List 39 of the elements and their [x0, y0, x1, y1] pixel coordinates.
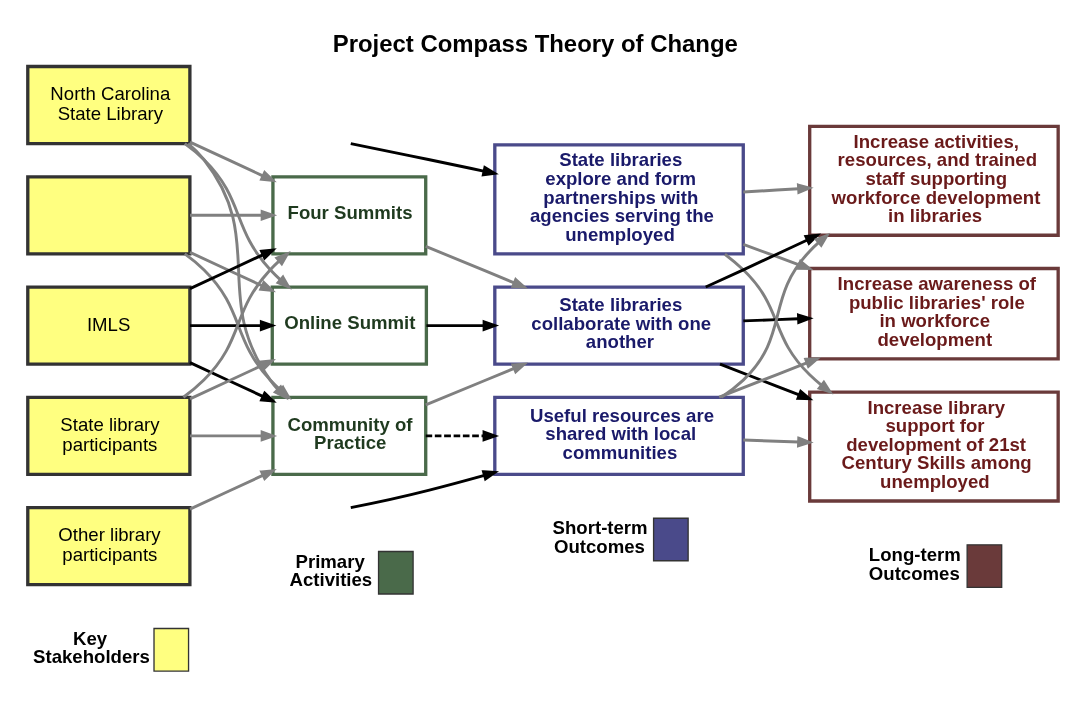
diagram-title: Project Compass Theory of Change: [332, 30, 738, 58]
arrow: [743, 313, 814, 325]
arrow: [190, 209, 278, 222]
node-box: North Carolina State Library: [26, 64, 192, 146]
node-box: State library participants: [26, 395, 192, 477]
node-box: Four Summits: [271, 175, 428, 256]
arrow: [350, 142, 499, 177]
arrow: [743, 436, 814, 448]
arrow: [190, 319, 277, 332]
arrow: [743, 183, 814, 195]
arrow: [189, 468, 277, 511]
node-box: Increase library support for development of 21st Century Skills among unemployed: [808, 390, 1060, 503]
arrow: [705, 233, 822, 289]
arrow: [425, 245, 529, 289]
node-box: IMLS: [26, 285, 192, 366]
arrow: [425, 362, 529, 407]
arrow: [719, 362, 814, 401]
arrow: [720, 232, 831, 399]
node-box: Increase awareness of public libraries' role in workforce development: [808, 266, 1060, 361]
arrow: [183, 142, 292, 290]
arrow: [425, 430, 500, 442]
node-box: State libraries explore and form partnerships with agencies serving the unemployed: [493, 143, 745, 256]
legend-label: Long-term Outcomes: [868, 544, 961, 584]
arrow: [189, 140, 277, 183]
node-box: Increase activities, resources, and trained staff supporting workforce development in libraries: [808, 124, 1060, 237]
legend-label: Key Stakeholders: [33, 627, 150, 668]
arrow: [350, 470, 500, 510]
node-box: Useful resources are shared with local communities: [493, 395, 745, 477]
arrow: [724, 253, 834, 395]
arrow: [190, 430, 278, 442]
arrow: [426, 319, 500, 332]
node-box: Online Summit: [270, 285, 429, 366]
node-box: Other library participants: [26, 505, 192, 587]
legend-label: Short-term Outcomes: [552, 517, 648, 558]
node-box: State libraries collaborate with one another: [493, 285, 745, 366]
node-box: Community of Practice: [271, 395, 428, 477]
node-box: [26, 175, 192, 256]
arrow: [718, 357, 822, 399]
legend-label: Primary Activities: [289, 550, 373, 591]
